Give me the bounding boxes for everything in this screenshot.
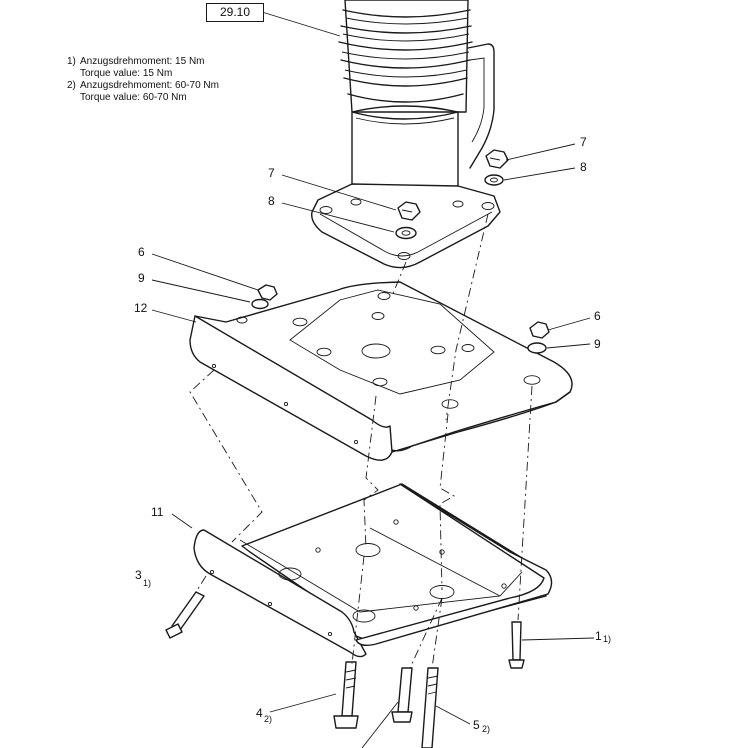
callout-9-left: 9: [138, 271, 145, 285]
callout-4-note: 2): [264, 714, 272, 724]
washer-9-right: [527, 342, 547, 354]
note-text-de: Anzugsdrehmoment: 60-70 Nm: [80, 80, 219, 91]
nut-7-right: [485, 149, 509, 169]
torque-note-2: 2) Anzugsdrehmoment: 60-70 Nm Torque valu…: [67, 80, 219, 104]
bolt-center: [391, 667, 413, 723]
note-text-de: Anzugsdrehmoment: 15 Nm: [80, 56, 205, 67]
callout-3-note: 1): [143, 578, 151, 588]
reference-leader: [261, 11, 341, 37]
bolt-1: [508, 621, 525, 669]
callout-11: 11: [151, 505, 164, 519]
bellows: [338, 0, 473, 113]
callout-1: 1: [595, 629, 602, 643]
note-text-en: Torque value: 15 Nm: [80, 68, 173, 79]
handle-bracket-inner: [469, 57, 485, 143]
callout-9-right: 9: [594, 337, 601, 351]
note-number: 2): [67, 80, 76, 91]
callout-8-center: 8: [268, 194, 275, 208]
note-text-en: Torque value: 60-70 Nm: [80, 92, 187, 103]
callout-12: 12: [134, 301, 148, 315]
assembly-lines: [189, 213, 533, 669]
bolt-3: [165, 591, 205, 639]
bolt-4: [333, 661, 359, 729]
note-number: 1): [67, 56, 76, 67]
nut-6-left: [257, 284, 278, 301]
bottom-plate-11: [193, 483, 553, 658]
callout-5-note: 2): [482, 724, 490, 734]
callout-8-right: 8: [580, 160, 587, 174]
nut-6-right: [529, 321, 550, 339]
upper-flange-plate: [311, 183, 501, 269]
callout-4: 4: [256, 706, 263, 720]
washer-8-right: [484, 174, 504, 186]
callout-6-right: 6: [594, 309, 601, 323]
callout-7-center: 7: [268, 166, 275, 180]
torque-note-1: 1) Anzugsdrehmoment: 15 Nm Torque value: …: [67, 56, 205, 80]
callout-5: 5: [473, 718, 480, 732]
nut-7-center: [397, 201, 421, 221]
callout-7-right: 7: [580, 135, 587, 149]
bolt-5: [421, 667, 439, 748]
handle-bracket: [467, 43, 495, 169]
callout-1-note: 1): [603, 634, 611, 644]
washer-9-left: [251, 298, 269, 310]
leader-lines: [151, 143, 595, 748]
reference-box: 29.10: [206, 3, 264, 22]
callout-6-left: 6: [138, 245, 145, 259]
base-plate-12: [189, 281, 573, 461]
callout-3: 3: [135, 568, 142, 582]
washer-8-center: [395, 226, 417, 240]
